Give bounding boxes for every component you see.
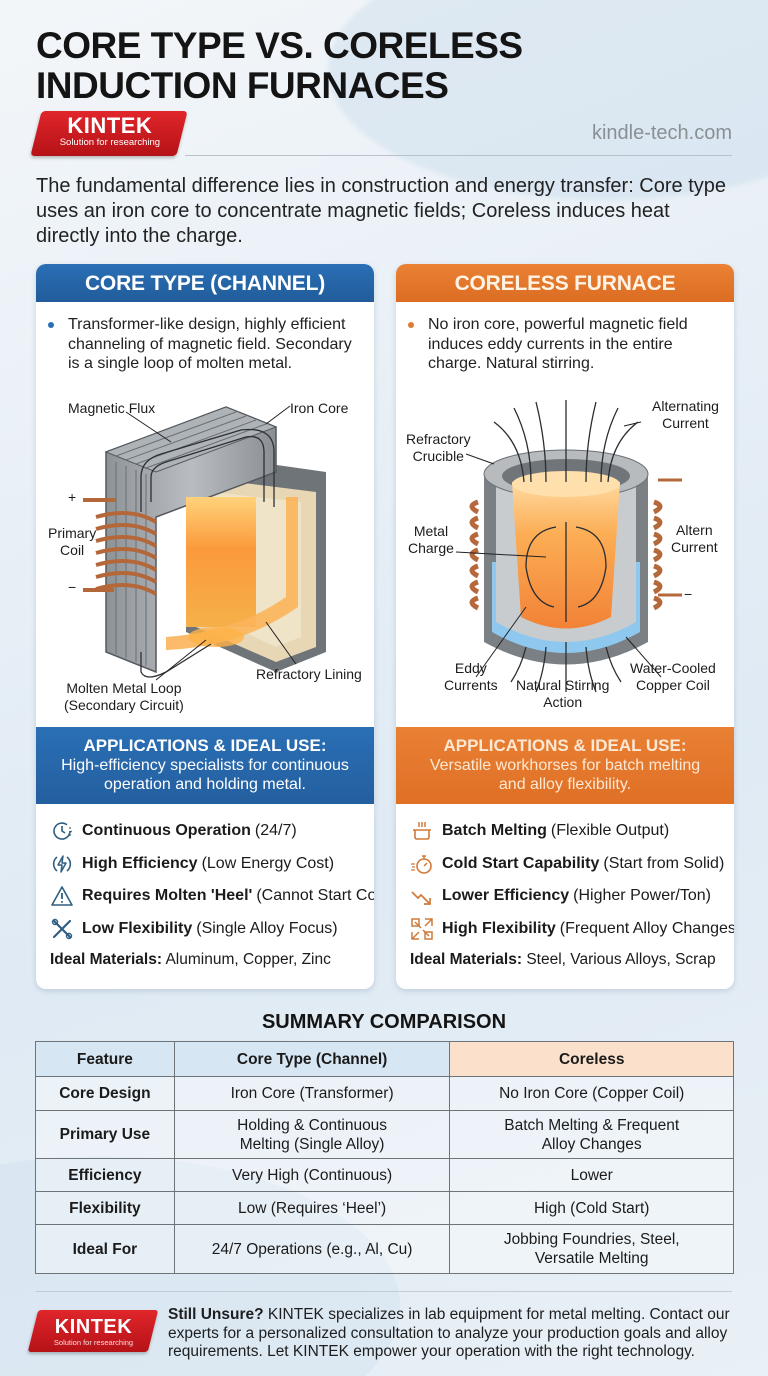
feature-item: High Efficiency(Low Energy Cost) [50, 848, 368, 881]
warning-icon [51, 886, 73, 907]
label-minus: − [684, 586, 693, 602]
table-cell: Very High (Continuous) [173, 1158, 451, 1192]
table-row: Flexibility Low (Requires ‘Heel’) High (… [35, 1191, 734, 1225]
footer-lead: Still Unsure? [168, 1306, 264, 1323]
applications-text: Versatile workhorses for batch melting [429, 757, 701, 774]
summary-title: SUMMARY COMPARISON [261, 1011, 507, 1033]
table-cell: Holding & Continuous Melting (Single All… [173, 1110, 451, 1159]
feature-item: Cold Start Capability(Start from Solid) [410, 848, 728, 881]
coreless-card: CORELESS FURNACE No iron core, powerful … [396, 264, 734, 989]
table-cell: Iron Core (Transformer) [173, 1076, 451, 1111]
clock-icon [53, 822, 72, 841]
ideal-materials: Ideal Materials: Steel, Various Alloys, … [410, 951, 716, 968]
card-bullet: No iron core, powerful magnetic field in… [408, 315, 718, 374]
title-line-1: CORE TYPE VS. CORELESS [36, 25, 523, 66]
table-cell: No Iron Core (Copper Coil) [449, 1076, 734, 1111]
stopwatch-icon [411, 855, 432, 874]
card-bullet: Transformer-like design, highly efficien… [48, 315, 358, 374]
intro-text: The fundamental difference lies in const… [36, 175, 727, 247]
table-row: Ideal For 24/7 Operations (e.g., Al, Cu)… [35, 1224, 734, 1274]
table-cell: High (Cold Start) [449, 1191, 734, 1225]
table-cell: Core Design [35, 1076, 175, 1111]
column-header: Feature [35, 1041, 175, 1077]
table-cell: Primary Use [35, 1110, 175, 1159]
label-minus: − [68, 579, 77, 595]
applications-title: APPLICATIONS & IDEAL USE: [83, 736, 327, 755]
feature-item: Lower Efficiency(Higher Power/Ton) [410, 880, 728, 913]
label-iron-core: Iron Core [290, 400, 349, 416]
label-plus: + [68, 489, 77, 505]
table-row: Efficiency Very High (Continuous) Lower [35, 1158, 734, 1192]
divider [185, 155, 732, 156]
logo-tagline: Solution for researching [59, 137, 161, 148]
table-cell: Jobbing Foundries, Steel, Versatile Melt… [449, 1224, 734, 1274]
card-title: CORELESS FURNACE [396, 264, 734, 302]
core-type-card: CORE TYPE (CHANNEL) FURNACE Transformer-… [36, 264, 374, 989]
logo-name: KINTEK [67, 113, 153, 138]
ideal-materials: Ideal Materials: Aluminum, Copper, Zinc [50, 951, 331, 968]
table-cell: 24/7 Operations (e.g., Al, Cu) [173, 1224, 451, 1274]
footer-cta: Still Unsure? KINTEK specializes in lab … [168, 1306, 738, 1362]
applications-text: and alloy flexibility. [498, 776, 632, 793]
channel-furnace-illustration [83, 405, 326, 681]
feature-item: Batch Melting(Flexible Output) [410, 815, 728, 848]
summary-table: Feature Core Type (Channel) Coreless Cor… [35, 1041, 734, 1274]
card-title: CORE TYPE (CHANNEL) FURNACE [36, 264, 374, 335]
bullet-dot-icon [408, 322, 414, 328]
title-line-2: INDUCTION FURNACES [36, 65, 449, 106]
bullet-text: Transformer-like design, highly efficien… [68, 316, 352, 372]
label-molten-metal-loop: Molten Metal Loop(Secondary Circuit) [64, 680, 184, 713]
applications-banner: APPLICATIONS & IDEAL USE: High-efficienc… [36, 727, 374, 804]
kintek-footer-logo[interactable]: KINTEK Solution for researching [27, 1310, 159, 1352]
feature-item: Low Flexibility(Single Alloy Focus) [50, 913, 368, 946]
page-title: CORE TYPE VS. CORELESS INDUCTION FURNACE… [36, 26, 676, 106]
column-header: Core Type (Channel) [173, 1041, 451, 1077]
label-magnetic-flux: Magnetic Flux [68, 400, 156, 416]
feature-list: Continuous Operation(24/7) High Efficien… [50, 815, 374, 969]
feature-item: Requires Molten 'Heel'(Cannot Start Cold… [50, 880, 374, 913]
footer-body: KINTEK specializes in lab equipment for … [168, 1306, 730, 1360]
table-cell: Batch Melting & Frequent Alloy Changes [449, 1110, 734, 1159]
table-cell: Efficiency [35, 1158, 175, 1192]
bullet-dot-icon [48, 322, 54, 328]
applications-title: APPLICATIONS & IDEAL USE: [443, 736, 687, 755]
coreless-furnace-illustration [455, 400, 682, 693]
trend-down-icon [411, 891, 431, 906]
divider [36, 1291, 732, 1292]
expand-arrows-icon [411, 918, 433, 940]
melting-pot-icon [413, 822, 431, 841]
table-header-row: Feature Core Type (Channel) Coreless [35, 1041, 734, 1077]
feature-item: Continuous Operation(24/7) [50, 815, 368, 848]
applications-text: High-efficiency specialists for continuo… [61, 757, 349, 774]
logo-tagline: Solution for researching [53, 1338, 134, 1347]
logo-name: KINTEK [54, 1316, 133, 1338]
applications-text: operation and holding metal. [104, 776, 306, 793]
label-refractory-lining: Refractory Lining [256, 666, 362, 682]
tools-icon [51, 918, 73, 939]
table-cell: Ideal For [35, 1224, 175, 1274]
bullet-text: No iron core, powerful magnetic field in… [428, 316, 688, 372]
kintek-logo[interactable]: KINTEK Solution for researching [30, 111, 188, 156]
table-cell: Low (Requires ‘Heel’) [173, 1191, 451, 1225]
table-cell: Flexibility [35, 1191, 175, 1225]
applications-banner: APPLICATIONS & IDEAL USE: Versatile work… [396, 727, 734, 804]
table-row: Primary Use Holding & Continuous Melting… [35, 1110, 734, 1159]
table-cell: Lower [449, 1158, 734, 1192]
feature-list: Batch Melting(Flexible Output) Cold Star… [410, 815, 734, 969]
lightning-icon [52, 855, 72, 873]
feature-item: High Flexibility(Frequent Alloy Changes) [410, 913, 734, 946]
site-link[interactable]: kindle-tech.com [591, 122, 732, 144]
table-row: Core Design Iron Core (Transformer) No I… [35, 1076, 734, 1111]
column-header: Coreless [449, 1041, 734, 1077]
